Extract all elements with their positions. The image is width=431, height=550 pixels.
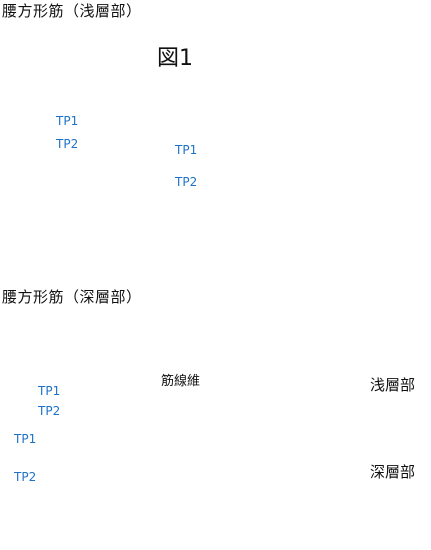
bottom-back-tp-markers	[70, 388, 84, 421]
top-front-tp1-label: TP1	[175, 143, 198, 157]
skeleton-leader-lines	[206, 376, 367, 471]
top-front-tp2-label: TP2	[175, 175, 198, 189]
top-front-pain-zone-3	[234, 213, 278, 237]
fiber-label: 筋線維	[161, 374, 201, 389]
top-panel-title: 腰方形筋（浅層部）	[2, 2, 142, 20]
bottom-side-tp2-label: TP2	[14, 470, 37, 484]
bottom-back-figure	[0, 307, 193, 550]
top-back-tp2-label: TP2	[56, 137, 79, 151]
top-back-leader-lines	[117, 149, 176, 211]
top-front-pain-zone-4	[271, 215, 295, 235]
skeleton	[192, 287, 368, 550]
bottom-back-pain-zone-3	[77, 464, 113, 492]
top-front-nipple-left	[268, 71, 274, 77]
skeleton-tp-markers	[314, 344, 346, 423]
bottom-panel-title: 腰方形筋（深層部）	[2, 288, 142, 306]
top-front-pain-zone-2	[279, 151, 307, 199]
deep-layer-label: 深層部	[370, 463, 416, 481]
superficial-layer-label: 浅層部	[370, 376, 416, 394]
top-back-tp1-label: TP1	[56, 114, 79, 128]
top-back-tp-markers	[84, 114, 98, 150]
top-back-pain-zone-2	[86, 154, 120, 186]
quadratus-lumborum-muscle	[299, 337, 351, 426]
muscle-fibers	[239, 334, 269, 421]
figure-label: 図1	[157, 46, 193, 71]
bottom-back-pain-zone-2	[82, 424, 118, 456]
bottom-back-arm	[149, 309, 199, 519]
bottom-back-pain-zone-1	[64, 419, 116, 471]
bottom-back-leader-lines	[42, 438, 82, 478]
bottom-back-tp1-label: TP1	[38, 384, 61, 398]
top-front-pain-zone-1	[232, 162, 280, 198]
bottom-back-tp2-label: TP2	[38, 404, 61, 418]
top-back-pain-zone-1	[56, 161, 100, 189]
top-back-pain-zone-3	[98, 197, 126, 233]
top-front-figure	[202, 0, 431, 263]
top-front-nipple-right	[327, 67, 333, 73]
bottom-side-tp1-label: TP1	[14, 432, 37, 446]
top-front-leader-lines	[204, 149, 241, 221]
